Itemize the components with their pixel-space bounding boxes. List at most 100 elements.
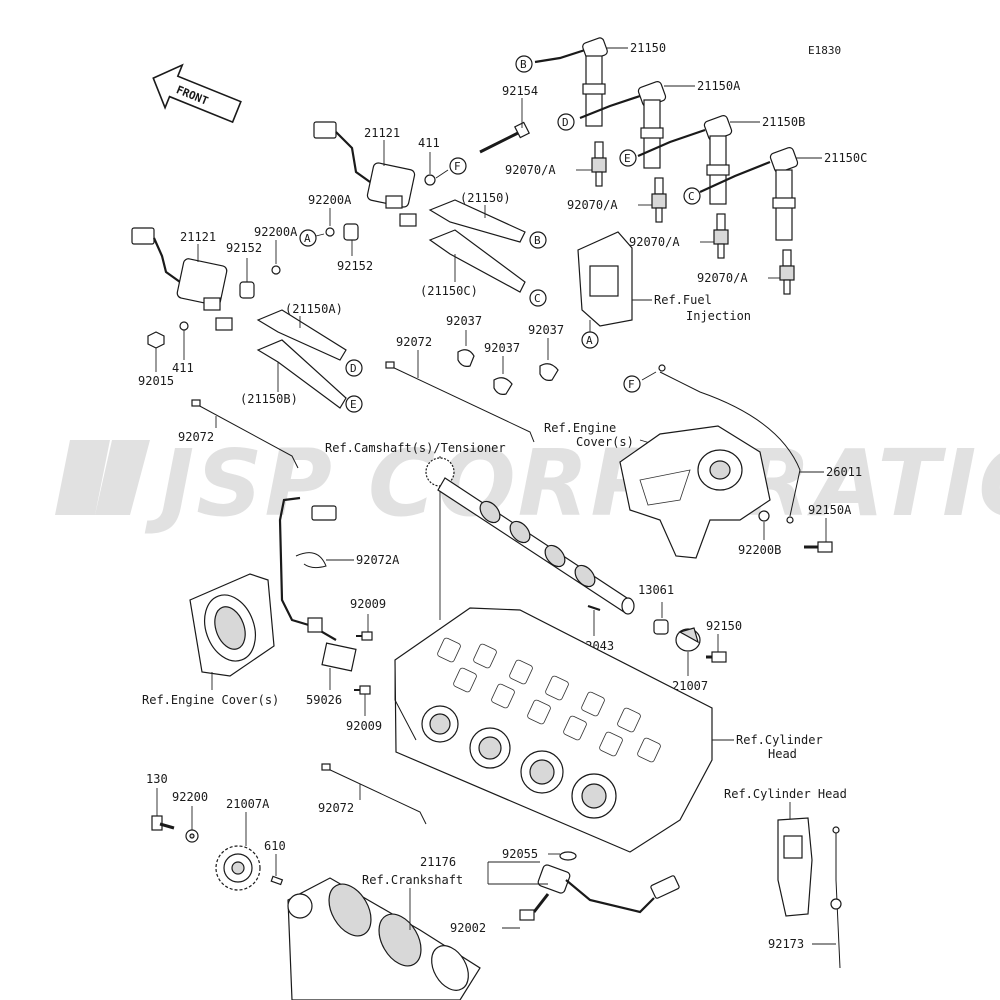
cable-26011[interactable] <box>658 364 801 524</box>
label-21150C: 21150C <box>824 151 867 165</box>
callout-D-left: D <box>345 359 363 377</box>
plug-cap-21150B-left[interactable] <box>256 339 347 409</box>
label-59026: 59026 <box>306 693 342 707</box>
clamp-92037-3[interactable] <box>539 363 559 381</box>
washer-411-top[interactable] <box>424 174 436 186</box>
callout-B-mid: B <box>529 231 547 249</box>
bolt-130[interactable] <box>151 815 175 831</box>
rotor-21007[interactable] <box>675 627 701 652</box>
callout-D-top: D <box>557 113 575 131</box>
clamp-92037-2[interactable] <box>493 377 513 395</box>
bolt-92154[interactable] <box>479 121 530 154</box>
timing-rotor-21007A[interactable] <box>215 845 261 891</box>
bolt-92150[interactable] <box>706 651 727 663</box>
ignition-coil-21150B[interactable] <box>637 114 733 205</box>
clamp-92037-1[interactable] <box>457 349 475 367</box>
plug-cap-21150A-left[interactable] <box>256 309 347 361</box>
label-92173: 92173 <box>768 937 804 951</box>
spark-plug-2[interactable] <box>651 177 667 223</box>
clip-92072A[interactable] <box>295 552 327 569</box>
label-92072-2: 92072 <box>178 430 214 444</box>
label-21121-left: 21121 <box>180 230 216 244</box>
label-92055: 92055 <box>502 847 538 861</box>
callout-A-fuel: A <box>581 331 599 349</box>
plug-cap-21150C[interactable] <box>428 229 526 293</box>
callout-B-top: B <box>515 55 533 73</box>
washer-92200B[interactable] <box>758 510 770 522</box>
label-92070A-4: 92070/A <box>697 271 748 285</box>
label-21150A-paren: (21150A) <box>285 302 343 316</box>
watermark-text: JSP CORPORATION <box>144 430 1000 537</box>
bracket-cylinder-head-right <box>777 817 813 917</box>
ignition-coil-21150A[interactable] <box>579 80 667 169</box>
cable-92173[interactable] <box>830 826 842 969</box>
key-610[interactable] <box>270 875 284 886</box>
grommet-92200A-left[interactable] <box>271 265 281 275</box>
label-92037-2: 92037 <box>484 341 520 355</box>
crankshaft <box>287 877 481 1000</box>
stick-coil-21121-left[interactable] <box>131 227 233 331</box>
ignition-coil-21150C[interactable] <box>699 146 799 241</box>
nut-92015[interactable] <box>147 331 165 349</box>
spark-plug-3[interactable] <box>713 213 729 259</box>
collar-92152-top[interactable] <box>343 223 359 241</box>
label-13061: 13061 <box>638 583 674 597</box>
spark-plug-1[interactable] <box>591 141 607 187</box>
stick-coil-21121-top[interactable] <box>313 121 417 227</box>
label-92009-2: 92009 <box>346 719 382 733</box>
spark-plug-4[interactable] <box>779 249 795 295</box>
label-411-top: 411 <box>418 136 440 150</box>
washer-92200[interactable] <box>185 829 199 843</box>
watermark: JSP CORPORATION <box>55 430 1000 537</box>
bolt-92150A[interactable] <box>804 541 833 553</box>
label-130: 130 <box>146 772 168 786</box>
sensor-21176[interactable] <box>519 851 680 921</box>
svg-text:B: B <box>520 58 527 71</box>
plug-cap-21150[interactable] <box>428 199 526 243</box>
cable-tie-92072-3[interactable] <box>321 763 427 825</box>
ref-fuel-injection-line1: Ref.Fuel <box>654 293 712 307</box>
svg-text:F: F <box>628 378 635 391</box>
label-92002: 92002 <box>450 921 486 935</box>
label-92200: 92200 <box>172 790 208 804</box>
ref-crankshaft: Ref.Crankshaft <box>362 873 463 887</box>
label-92037-3: 92037 <box>528 323 564 337</box>
label-21150A: 21150A <box>697 79 741 93</box>
label-21176: 21176 <box>420 855 456 869</box>
pickup-coil-59026[interactable] <box>278 496 357 672</box>
screw-92009-1[interactable] <box>356 631 373 641</box>
label-21150B: 21150B <box>762 115 805 129</box>
label-21150B-paren: (21150B) <box>240 392 298 406</box>
label-92154: 92154 <box>502 84 538 98</box>
collar-13061[interactable] <box>653 619 669 635</box>
svg-text:B: B <box>534 234 541 247</box>
svg-text:C: C <box>688 190 695 203</box>
label-92070A-2: 92070/A <box>567 198 618 212</box>
label-92070A-1: 92070/A <box>505 163 556 177</box>
callout-A-mid: A <box>299 229 317 247</box>
pin-92043[interactable] <box>587 604 601 612</box>
label-92037-1: 92037 <box>446 314 482 328</box>
cable-tie-92072-2[interactable] <box>191 399 299 469</box>
collar-92152-left[interactable] <box>239 281 255 299</box>
label-92200A-left: 92200A <box>254 225 298 239</box>
ref-cylinder-head-line1: Ref.Cylinder <box>736 733 823 747</box>
grommet-92200A-top[interactable] <box>325 227 335 237</box>
label-21007: 21007 <box>672 679 708 693</box>
camshaft <box>425 457 635 615</box>
callout-C-mid: C <box>529 289 547 307</box>
ref-cylinder-head-line2: Head <box>768 747 797 761</box>
cable-tie-92072-1[interactable] <box>385 361 535 443</box>
label-21007A: 21007A <box>226 797 270 811</box>
label-92150: 92150 <box>706 619 742 633</box>
ignition-coil-21150[interactable] <box>534 37 608 127</box>
ref-engine-cover-top-line2: Cover(s) <box>576 435 634 449</box>
washer-411-left[interactable] <box>179 321 189 331</box>
screw-92009-2[interactable] <box>354 685 371 695</box>
engine-cover-top <box>619 425 771 559</box>
label-21150C-paren: (21150C) <box>420 284 478 298</box>
svg-text:C: C <box>534 292 541 305</box>
label-21121-top: 21121 <box>364 126 400 140</box>
